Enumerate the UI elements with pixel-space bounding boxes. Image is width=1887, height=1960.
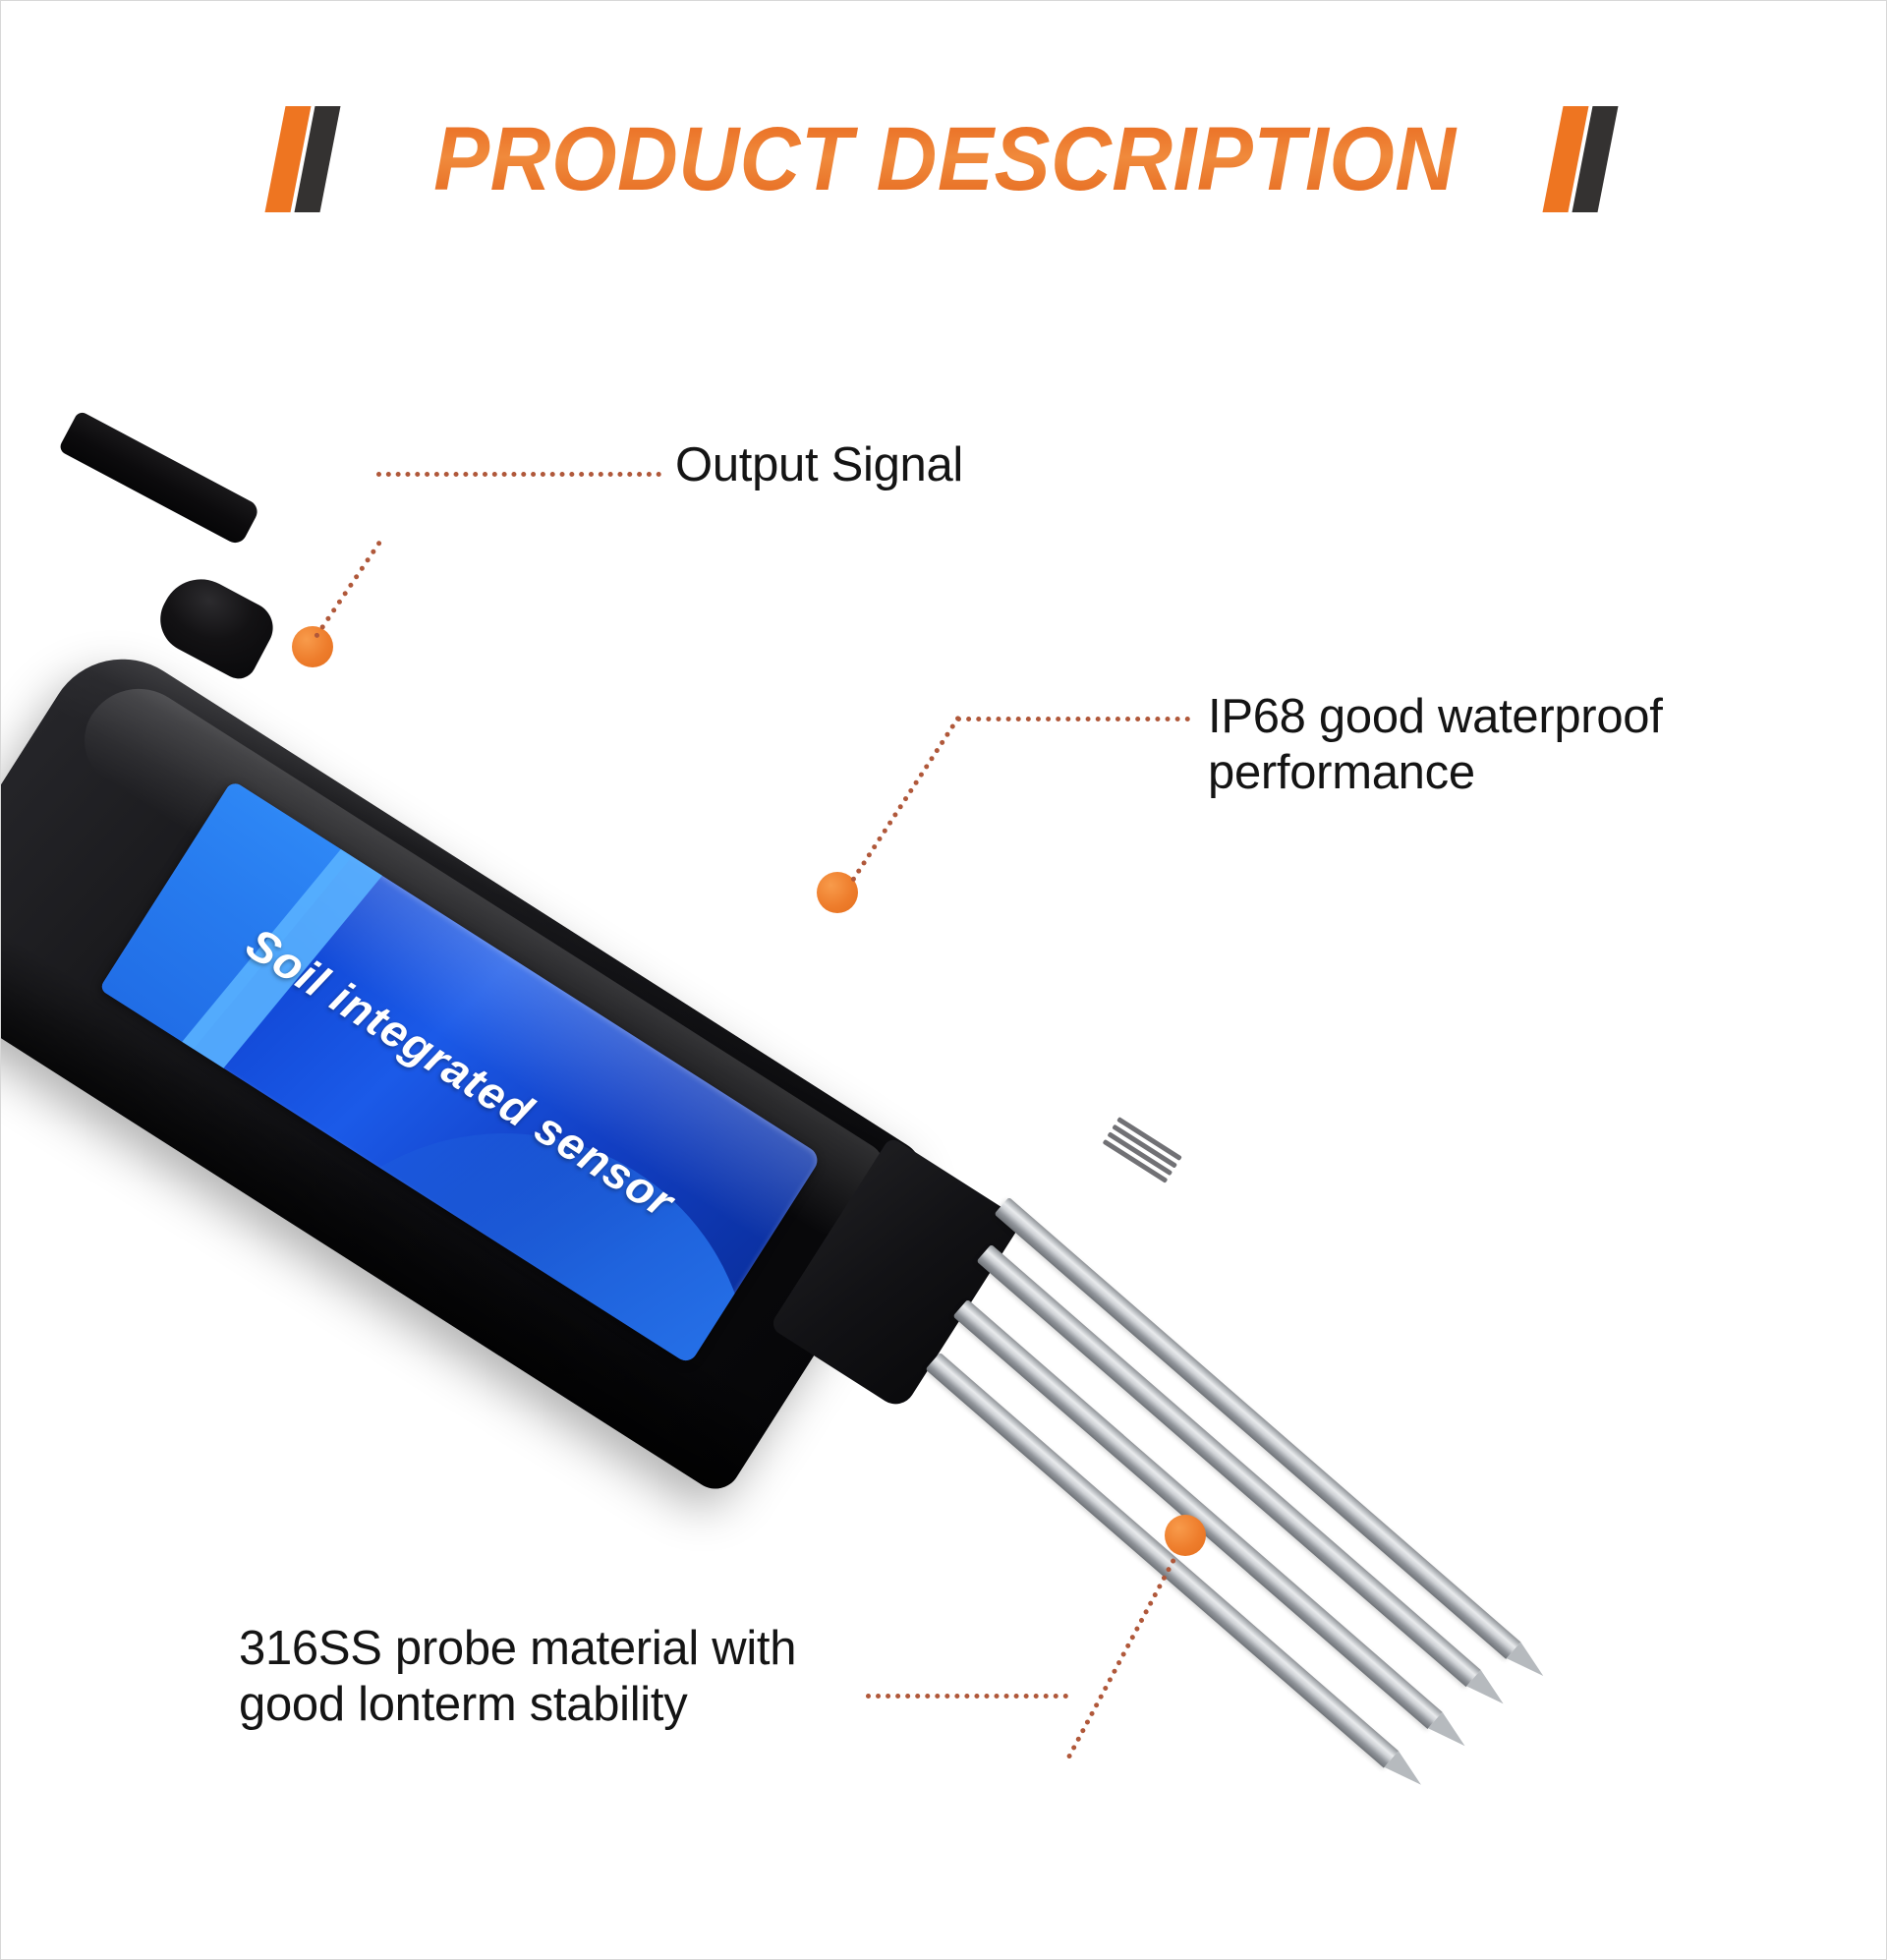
callout-leader-horizontal — [866, 1694, 1068, 1699]
sensor-cable — [57, 410, 261, 548]
page-title: PRODUCT DESCRIPTION — [391, 108, 1498, 211]
callout-label-ip68-waterproof: IP68 good waterproof performance — [1208, 690, 1663, 799]
page-header: PRODUCT DESCRIPTION — [1, 95, 1886, 223]
product-decal-label: Soil integrated sensor — [98, 779, 823, 1365]
callout-marker-dot-icon — [292, 626, 333, 667]
callout-label-output-signal: Output Signal — [675, 438, 964, 491]
probe-vent-grille — [1096, 1117, 1182, 1193]
cable-gland — [148, 565, 282, 685]
callout-leader-horizontal — [376, 472, 661, 477]
callout-marker-dot-icon — [1165, 1515, 1206, 1556]
callout-marker-dot-icon — [817, 872, 858, 913]
callout-label-probe-material: 316SS probe material with good lonterm s… — [239, 1622, 797, 1731]
sensor-housing: Soil integrated sensor — [1, 630, 937, 1499]
probe-tine — [994, 1196, 1521, 1659]
callout-leader-horizontal — [956, 717, 1190, 721]
